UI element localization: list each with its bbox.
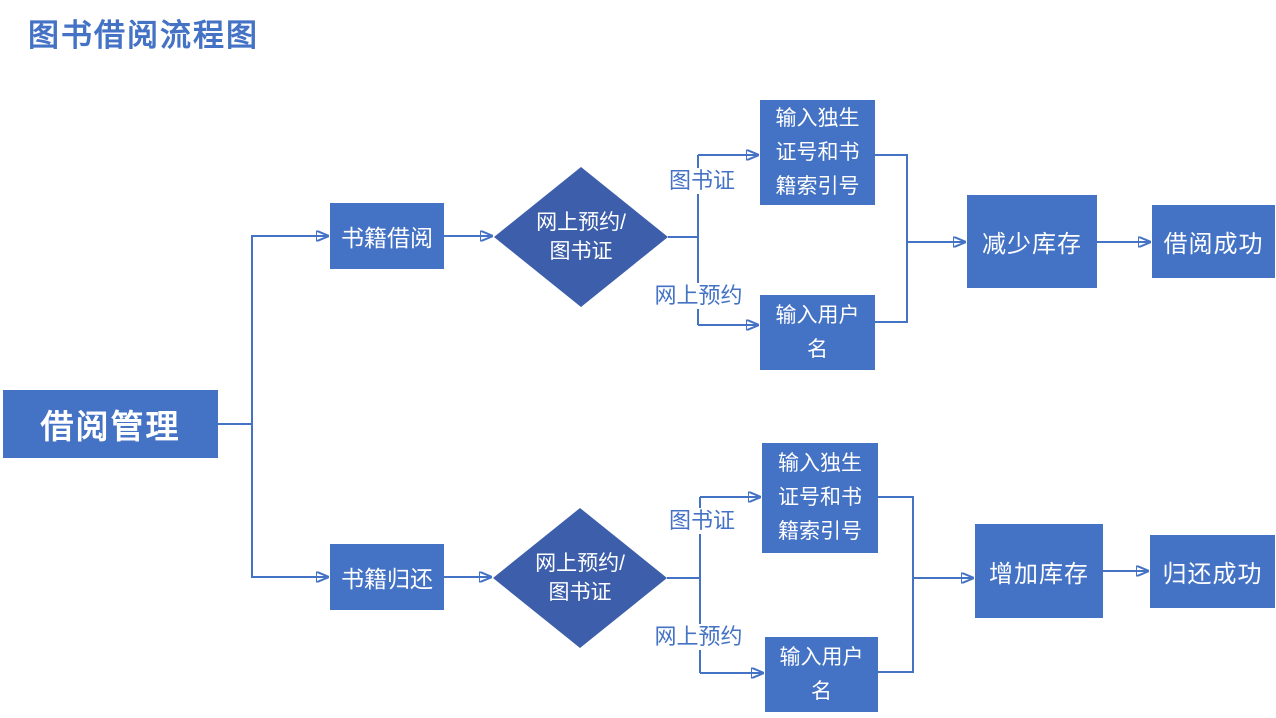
node-book-return: 书籍归还 xyxy=(330,544,444,610)
node-label-line: 输入用户 xyxy=(775,303,860,327)
decision-label-line2: 图书证 xyxy=(549,240,613,263)
node-return-enter-card-and-index: 输入独生 证号和书 籍索引号 xyxy=(762,443,878,553)
node-label: 归还成功 xyxy=(1162,561,1263,588)
node-borrow-success: 借阅成功 xyxy=(1152,205,1275,278)
connector-root-to-borrow xyxy=(251,236,328,424)
node-label: 借阅成功 xyxy=(1163,231,1264,258)
node-label-line: 证号和书 xyxy=(778,486,862,509)
node-label-line: 籍索引号 xyxy=(775,174,860,198)
node-label-line: 输入独生 xyxy=(778,452,862,475)
node-borrow-enter-card-and-index: 输入独生 证号和书 籍索引号 xyxy=(760,100,875,205)
node-label-line: 输入独生 xyxy=(775,106,860,130)
node-book-borrow: 书籍借阅 xyxy=(330,203,444,269)
connector-merge2 xyxy=(878,496,914,673)
node-label-line: 籍索引号 xyxy=(778,520,862,543)
decision-label-line2: 图书证 xyxy=(548,581,612,604)
node-label: 借阅管理 xyxy=(40,408,181,445)
node-borrow-management: 借阅管理 xyxy=(3,390,218,458)
node-label-line: 输入用户 xyxy=(779,645,864,669)
node-label: 书籍借阅 xyxy=(341,225,433,251)
node-return-enter-username: 输入用户 名 xyxy=(765,637,878,712)
node-label: 减少库存 xyxy=(982,231,1082,258)
connector-root-to-return xyxy=(251,424,328,577)
node-label-line: 证号和书 xyxy=(775,140,860,164)
connector-merge1 xyxy=(875,154,908,323)
condition-label-library-card: 图书证 xyxy=(657,168,747,194)
decision-label-line1: 网上预约/ xyxy=(536,211,626,234)
node-label: 书籍归还 xyxy=(341,566,433,592)
node-label-line: 名 xyxy=(807,337,828,361)
condition-label-online-reservation: 网上预约 xyxy=(641,283,756,309)
condition-text: 网上预约 xyxy=(654,283,743,308)
condition-label-library-card: 图书证 xyxy=(657,508,747,534)
node-label: 增加库存 xyxy=(989,560,1089,588)
condition-label-online-reservation: 网上预约 xyxy=(641,624,756,650)
page-title: 图书借阅流程图 xyxy=(28,18,259,53)
condition-text: 网上预约 xyxy=(654,624,743,649)
node-label-line: 名 xyxy=(811,679,832,703)
condition-text: 图书证 xyxy=(668,508,735,533)
node-return-success: 归还成功 xyxy=(1150,535,1275,608)
node-borrow-enter-username: 输入用户 名 xyxy=(760,295,875,370)
decision-label-line1: 网上预约/ xyxy=(535,552,625,575)
node-increase-stock: 增加库存 xyxy=(975,524,1103,618)
condition-text: 图书证 xyxy=(668,168,735,193)
node-decrease-stock: 减少库存 xyxy=(967,195,1097,288)
